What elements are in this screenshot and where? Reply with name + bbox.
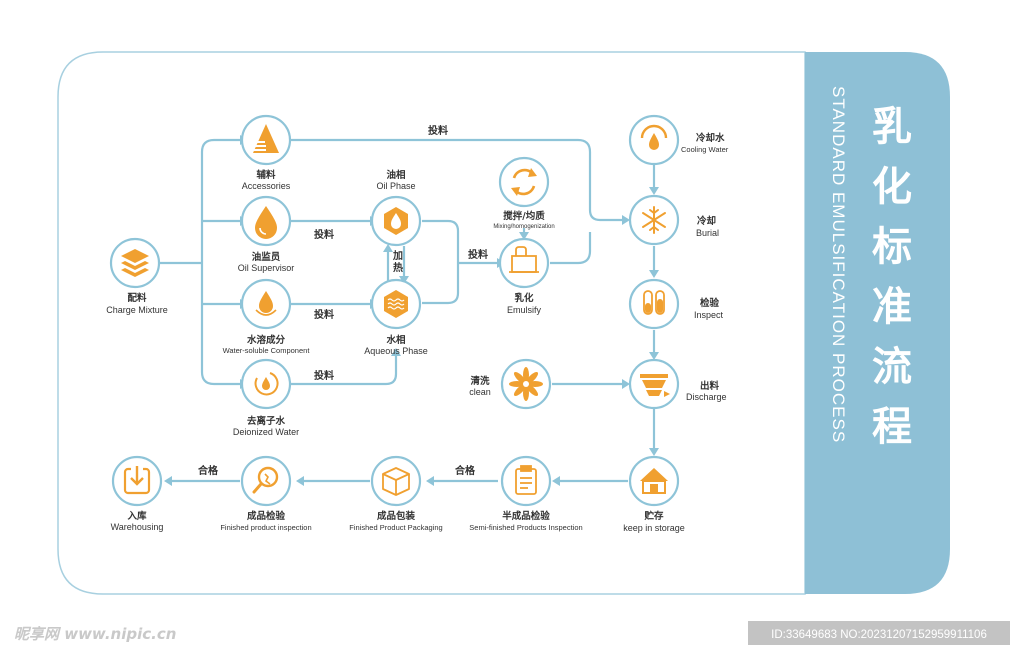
water-drop-icon (259, 291, 273, 313)
fan-icon (509, 367, 543, 401)
oil-supervisor-en: Oil Supervisor (238, 263, 295, 273)
inspect-en: Inspect (694, 310, 724, 320)
connector-lines (158, 138, 656, 483)
magnifier-icon (252, 466, 279, 494)
deionized-en: Deionized Water (233, 427, 299, 437)
water-cycle-icon (254, 372, 279, 396)
burial-cn: 冷却 (697, 215, 716, 227)
gauge-drop-icon (640, 124, 668, 150)
storage-cn: 贮存 (643, 510, 664, 522)
node-discharge: 出料 Discharge (628, 358, 727, 410)
node-semi-inspection: 半成品检验 Semi-finished Products Inspection (469, 455, 583, 532)
semi-inspection-en: Semi-finished Products Inspection (469, 523, 582, 532)
watermark-left: 昵享网 www.nipic.cn (14, 625, 176, 643)
pyramid-icon (253, 124, 279, 153)
edge-label-qualified-1: 合格 (454, 464, 476, 477)
packaging-en: Finished Product Packaging (349, 523, 442, 532)
node-inspect: 检验 Inspect (628, 278, 724, 330)
storage-en: keep in storage (623, 523, 685, 533)
node-oil-supervisor: 油监员 Oil Supervisor (238, 195, 295, 273)
oil-phase-en: Oil Phase (376, 181, 415, 191)
edge-label-oil: 投料 (314, 228, 334, 241)
charge-en: Charge Mixture (106, 305, 168, 315)
title-char-2: 化 (872, 164, 912, 210)
charge-cn: 配料 (127, 292, 147, 304)
edge-label-qualified-2: 合格 (197, 464, 219, 477)
warehouse-box-icon (123, 466, 151, 495)
title-char-4: 准 (872, 284, 912, 330)
vertical-subtitle: STANDARD EMULSIFICATION PROCESS (829, 86, 848, 443)
node-water-soluble: 水溶成分 Water-soluble Component (223, 278, 311, 355)
edge-label-emul: 投料 (468, 248, 488, 261)
discharge-icon (640, 374, 670, 397)
title-char-6: 程 (872, 404, 912, 450)
node-storage: 贮存 keep in storage (623, 455, 685, 533)
node-cooling-water: 冷却水 Cooling Water (628, 114, 729, 166)
clean-en: clean (469, 387, 491, 397)
title-char-5: 流 (872, 344, 912, 390)
emulsify-en: Emulsify (507, 305, 542, 315)
house-icon (640, 468, 668, 494)
tank-icon (509, 246, 539, 273)
aqueous-en: Aqueous Phase (364, 346, 428, 356)
node-clean: 清洗 clean (469, 358, 552, 410)
edge-label-water: 投料 (314, 308, 334, 321)
warehousing-en: Warehousing (111, 522, 164, 532)
snowflake-icon (642, 206, 666, 234)
title-char-1: 乳 (872, 104, 912, 150)
mixing-en: Mixing/homogenization (493, 224, 554, 230)
water-soluble-cn: 水溶成分 (247, 334, 286, 346)
test-tubes-icon (643, 290, 665, 315)
box-icon (382, 467, 410, 496)
edge-labels: 投料 投料 投料 投料 投料 加热 合格 合格 (197, 124, 488, 477)
cooling-water-cn: 冷却水 (696, 132, 725, 144)
node-accessories: 辅料 Accessories (240, 114, 292, 191)
cooling-water-en: Cooling Water (681, 145, 729, 154)
node-warehousing: 入库 Warehousing (111, 455, 164, 532)
deionized-cn: 去离子水 (247, 415, 286, 427)
oil-supervisor-cn: 油监员 (252, 251, 281, 263)
finished-inspection-en: Finished product inspection (220, 523, 311, 532)
edge-label-deion: 投料 (314, 369, 334, 382)
finished-inspection-cn: 成品检验 (247, 510, 286, 522)
accessories-cn: 辅料 (256, 169, 276, 181)
clipboard-icon (515, 465, 537, 495)
frame-border (57, 51, 806, 595)
inspect-cn: 检验 (700, 297, 720, 309)
packaging-cn: 成品包装 (377, 510, 416, 522)
mixing-cn: 搅拌/均质 (503, 210, 545, 222)
accessories-en: Accessories (242, 181, 291, 191)
edge-label-top: 投料 (428, 124, 448, 137)
node-charge-mixture: 配料 Charge Mixture (106, 237, 168, 315)
warehousing-cn: 入库 (126, 510, 147, 522)
water-soluble-en: Water-soluble Component (223, 346, 311, 355)
burial-en: Burial (696, 228, 719, 238)
discharge-cn: 出料 (700, 380, 720, 392)
watermark-right-bg (748, 621, 1010, 645)
semi-inspection-cn: 半成品检验 (502, 510, 550, 522)
discharge-en: Discharge (686, 392, 727, 402)
title-panel (805, 52, 950, 594)
node-burial: 冷却 Burial (628, 194, 719, 246)
watermark-right: ID:33649683 NO:20231207152959911106 (771, 629, 987, 641)
node-packaging: 成品包装 Finished Product Packaging (349, 455, 443, 532)
subtitle-text: STANDARD EMULSIFICATION PROCESS (829, 86, 848, 443)
node-finished-inspection: 成品检验 Finished product inspection (220, 455, 312, 532)
layers-icon (121, 249, 149, 277)
node-oil-phase: 油相 Oil Phase (370, 169, 422, 247)
aqueous-cn: 水相 (386, 334, 405, 346)
node-deionized-water: 去离子水 Deionized Water (233, 358, 299, 437)
title-char-3: 标 (872, 224, 912, 270)
node-emulsify: 乳化 Emulsify (498, 237, 550, 315)
edge-label-heat: 加热 (391, 249, 404, 274)
vertical-title: 乳 化 标 准 流 程 (872, 104, 912, 450)
node-mixing: 搅拌/均质 Mixing/homogenization (493, 156, 555, 230)
oil-phase-cn: 油相 (386, 169, 405, 181)
emulsify-cn: 乳化 (514, 292, 534, 304)
node-aqueous-phase: 水相 Aqueous Phase (364, 278, 428, 356)
clean-cn: 清洗 (470, 375, 490, 387)
